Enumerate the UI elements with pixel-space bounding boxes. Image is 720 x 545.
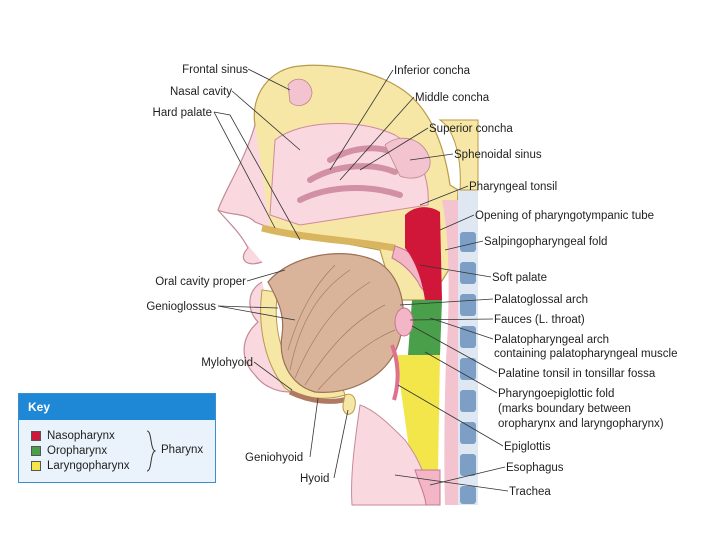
hyoid-bone: [342, 393, 356, 415]
label-hyoid: Hyoid: [300, 473, 329, 485]
epiglottis-shape: [390, 344, 400, 401]
cervical-spine: [458, 190, 478, 505]
label-trachea: Trachea: [509, 486, 551, 498]
leader-lines: [213, 68, 509, 492]
oropharynx-swatch: [31, 446, 41, 456]
key-legend: Key Nasopharynx Oropharynx Laryngopharyn…: [18, 393, 216, 483]
key-group-pharynx: Pharynx: [161, 444, 204, 456]
key-item-oropharynx: Oropharynx: [31, 445, 107, 457]
key-brace: [146, 430, 156, 472]
label-geniohyoid: Geniohyoid: [245, 452, 303, 464]
concha-shapes: [297, 145, 403, 203]
label-palatopharyngeal-arch-line2: containing palatopharyngeal muscle: [494, 348, 677, 360]
label-opening-pharyngotympanic-tube: Opening of pharyngotympanic tube: [475, 210, 654, 222]
tongue-fibers: [287, 264, 396, 391]
label-palatoglossal-arch: Palatoglossal arch: [494, 294, 588, 306]
sphenoidal-sinus-shape: [384, 137, 431, 179]
label-pharyngeal-tonsil: Pharyngeal tonsil: [469, 181, 557, 193]
key-label-laryngopharynx: Laryngopharynx: [47, 460, 130, 472]
label-epiglottis: Epiglottis: [504, 441, 551, 453]
label-superior-concha: Superior concha: [429, 123, 513, 135]
key-title: Key: [19, 394, 215, 420]
tongue-muscle: [267, 253, 404, 393]
label-pharyngoepiglottic-fold-line2: (marks boundary between: [498, 403, 631, 415]
laryngopharynx-region: [396, 355, 440, 474]
label-salpingopharyngeal-fold: Salpingopharyngeal fold: [484, 236, 607, 248]
label-oral-cavity-proper: Oral cavity proper: [155, 276, 246, 288]
label-palatine-tonsil: Palatine tonsil in tonsillar fossa: [498, 368, 656, 380]
label-sphenoidal-sinus: Sphenoidal sinus: [454, 149, 542, 161]
label-fauces: Fauces (L. throat): [494, 314, 585, 326]
label-inferior-concha: Inferior concha: [394, 65, 471, 77]
label-mylohyoid: Mylohyoid: [201, 357, 253, 369]
hard-palate-shape: [261, 224, 396, 252]
nasopharynx-swatch: [31, 431, 41, 441]
label-pharyngoepiglottic-fold-line3: oropharynx and laryngopharynx): [498, 418, 664, 430]
key-item-nasopharynx: Nasopharynx: [31, 430, 115, 442]
key-label-oropharynx: Oropharynx: [47, 445, 108, 457]
prevertebral-tissue: [442, 200, 462, 505]
key-label-nasopharynx: Nasopharynx: [47, 430, 115, 442]
key-item-laryngopharynx: Laryngopharynx: [31, 460, 129, 472]
label-nasal-cavity: Nasal cavity: [170, 86, 232, 98]
label-middle-concha: Middle concha: [415, 92, 490, 104]
nose-profile: [217, 124, 271, 229]
posterior-bone: [438, 119, 479, 191]
laryngopharynx-swatch: [31, 461, 41, 471]
label-palatopharyngeal-arch: Palatopharyngeal arch: [494, 334, 609, 346]
oropharynx-region: [408, 300, 442, 355]
nasopharynx-region: [405, 207, 442, 300]
palatine-tonsil-shape: [394, 307, 414, 337]
label-hard-palate: Hard palate: [153, 107, 212, 119]
label-soft-palate: Soft palate: [492, 272, 547, 284]
upper-lip: [217, 209, 263, 265]
label-genioglossus: Genioglossus: [146, 301, 216, 313]
frontal-sinus-shape: [287, 78, 313, 106]
label-esophagus: Esophagus: [506, 462, 564, 474]
label-pharyngoepiglottic-fold: Pharyngoepiglottic fold: [498, 388, 614, 400]
label-frontal-sinus: Frontal sinus: [182, 64, 248, 76]
